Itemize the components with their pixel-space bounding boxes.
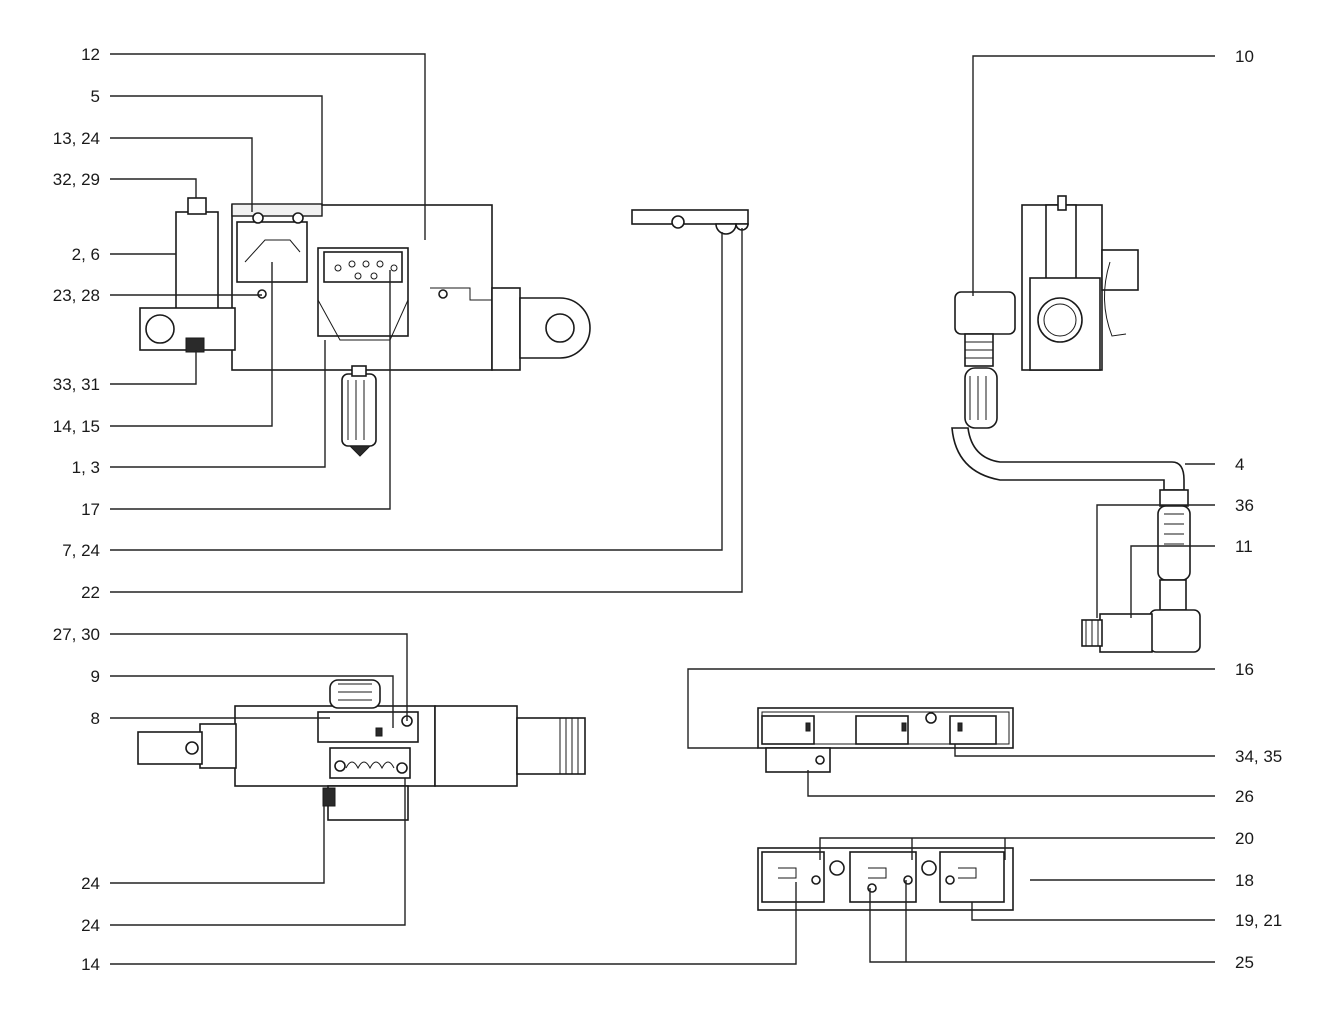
callout-13-24: 13, 24: [53, 129, 100, 148]
callout-22: 22: [81, 583, 100, 602]
callout-9: 9: [91, 667, 100, 686]
callout-24-b: 24: [81, 916, 100, 935]
callout-20: 20: [1235, 829, 1254, 848]
callout-18: 18: [1235, 871, 1254, 890]
callout-33-31: 33, 31: [53, 375, 100, 394]
switch-strip-upper: [757, 707, 1014, 773]
callout-10: 10: [1235, 47, 1254, 66]
callout-labels: 12 5 13, 24 32, 29 2, 6 23, 28 33, 31 14…: [53, 45, 1283, 974]
callout-27-30: 27, 30: [53, 625, 100, 644]
callout-2-6: 2, 6: [72, 245, 100, 264]
callout-17: 17: [81, 500, 100, 519]
callout-25: 25: [1235, 953, 1254, 972]
callout-16: 16: [1235, 660, 1254, 679]
callout-34-35: 34, 35: [1235, 747, 1282, 766]
callout-4: 4: [1235, 455, 1244, 474]
callout-32-29: 32, 29: [53, 170, 100, 189]
callout-5: 5: [91, 87, 100, 106]
callout-24-a: 24: [81, 874, 100, 893]
callout-14-15: 14, 15: [53, 417, 100, 436]
callout-8: 8: [91, 709, 100, 728]
callout-11: 11: [1235, 537, 1253, 556]
bracket-part: [631, 209, 749, 235]
switch-strip-lower: [757, 847, 1014, 911]
valve-hose-assembly: [951, 195, 1201, 653]
callout-19-21: 19, 21: [1235, 911, 1282, 930]
callout-14: 14: [81, 955, 100, 974]
callout-26: 26: [1235, 787, 1254, 806]
callout-1-3: 1, 3: [72, 458, 100, 477]
callout-12: 12: [81, 45, 100, 64]
callout-23-28: 23, 28: [53, 286, 100, 305]
leader-lines: [110, 53, 1215, 965]
callout-36: 36: [1235, 496, 1254, 515]
slide-assembly: [137, 679, 586, 821]
callout-7-24: 7, 24: [62, 541, 100, 560]
actuator-assembly: [139, 197, 591, 457]
